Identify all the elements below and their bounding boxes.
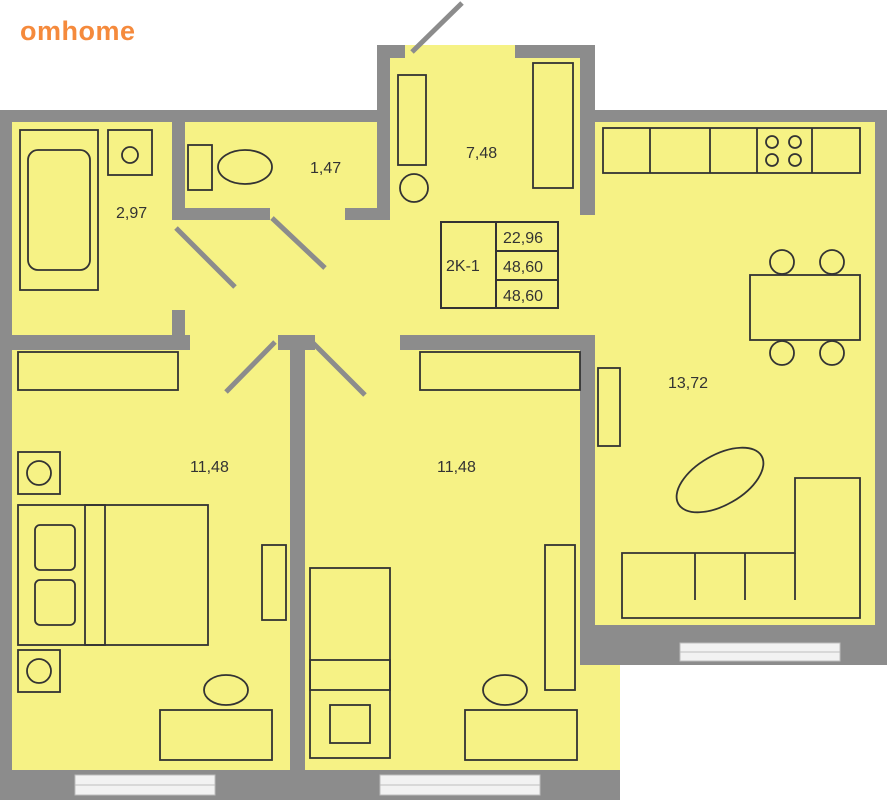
shoe-cabinet-icon [397, 74, 427, 166]
furniture [17, 62, 861, 761]
nightstand-icon [17, 451, 61, 495]
living-area: 22,96 [503, 230, 543, 247]
wardrobe-hall-icon [532, 62, 574, 189]
exterior-area [620, 665, 887, 800]
area-bathroom: 2,97 [116, 205, 147, 222]
bed-icon [17, 504, 209, 646]
tv-icon [597, 367, 621, 447]
wardrobe-right-icon [419, 351, 581, 391]
radiator-icon [544, 544, 576, 691]
area-kitchen-living: 13,72 [668, 375, 708, 392]
area-bedroom-right: 11,48 [437, 459, 476, 476]
wardrobe-left-icon [17, 351, 179, 391]
toilet-cistern-icon [187, 144, 213, 191]
entrance-opening [405, 45, 515, 58]
total-area-with-balcony: 48,60 [503, 288, 543, 305]
area-hall: 7,48 [466, 145, 497, 162]
bathtub-icon [19, 129, 99, 291]
tv-bedroom-icon [261, 544, 287, 621]
kitchen-counter-icon [602, 127, 861, 174]
desk-left-icon [159, 709, 273, 761]
desk-right-icon [464, 709, 578, 761]
omhome-logo: omhome [20, 16, 136, 46]
total-area: 48,60 [503, 259, 543, 276]
apartment-info-box: 2K-1 22,96 48,60 48,60 [440, 221, 559, 309]
area-toilet: 1,47 [310, 160, 341, 177]
sink-icon [107, 129, 153, 176]
windows [74, 642, 841, 796]
area-bedroom-left: 11,48 [190, 459, 229, 476]
coffee-table-icon [675, 446, 765, 514]
apartment-type: 2K-1 [446, 258, 480, 275]
door-swings [174, 1, 464, 397]
toilet-icon [217, 149, 273, 185]
dining-table-icon [749, 274, 861, 341]
